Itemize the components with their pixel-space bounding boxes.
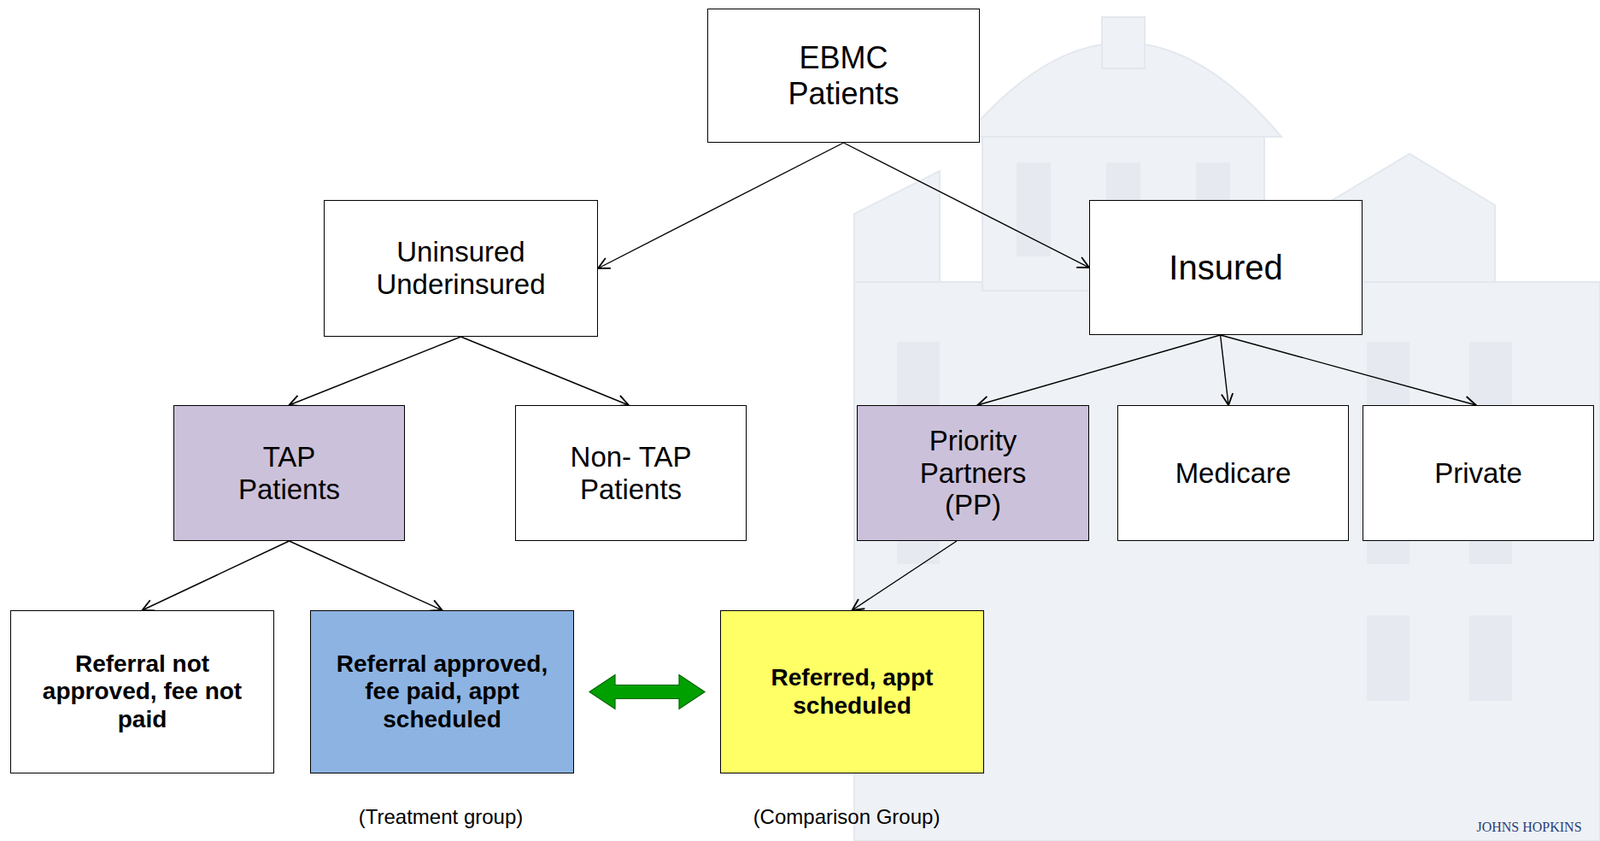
connector-arrow xyxy=(461,336,629,405)
logo-text: JOHNS HOPKINS xyxy=(1476,819,1582,835)
root-box: EBMC Patients xyxy=(707,8,980,143)
group-box: Uninsured Underinsured xyxy=(323,199,598,337)
group-caption: (Comparison Group) xyxy=(753,804,941,829)
box-label: Insured xyxy=(1168,247,1283,288)
box-label: Non- TAP Patients xyxy=(545,440,717,506)
comparison-box: Referred, appt scheduled xyxy=(720,609,985,774)
box-label: Uninsured Underinsured xyxy=(337,235,586,301)
program-box: Medicare xyxy=(1117,404,1349,541)
program-box: TAP Patients xyxy=(173,404,405,541)
program-box: Private xyxy=(1362,404,1595,541)
connector-arrow xyxy=(1220,334,1477,405)
group-caption: (Treatment group) xyxy=(358,804,524,829)
connector-arrow xyxy=(597,142,844,269)
building-cupola xyxy=(1101,17,1145,69)
outcome-box: Referral not approved, fee not paid xyxy=(10,609,275,774)
box-label: EBMC Patients xyxy=(754,40,934,112)
box-label: Referred, appt scheduled xyxy=(730,663,974,719)
program-box: Non- TAP Patients xyxy=(515,404,747,541)
box-label: Private xyxy=(1434,457,1523,490)
box-label: Referral not approved, fee not paid xyxy=(20,650,264,733)
box-label: Priority Partners (PP) xyxy=(900,424,1046,522)
comparison-arrow xyxy=(589,674,705,710)
connector-arrow xyxy=(843,142,1091,268)
connector-arrow xyxy=(852,540,957,610)
connector-arrow xyxy=(142,540,290,610)
connector-arrow xyxy=(289,540,443,610)
box-label: TAP Patients xyxy=(212,440,367,506)
box-label: Referral approved, fee paid, appt schedu… xyxy=(320,650,564,733)
group-box: Insured xyxy=(1089,199,1363,335)
treatment-box: Referral approved, fee paid, appt schedu… xyxy=(310,609,575,774)
box-label: Medicare xyxy=(1175,457,1292,490)
connector-arrow xyxy=(977,334,1220,405)
program-box: Priority Partners (PP) xyxy=(856,404,1090,541)
building-gable xyxy=(854,170,940,282)
connector-arrow xyxy=(1220,334,1229,405)
connector-arrow xyxy=(289,336,462,405)
